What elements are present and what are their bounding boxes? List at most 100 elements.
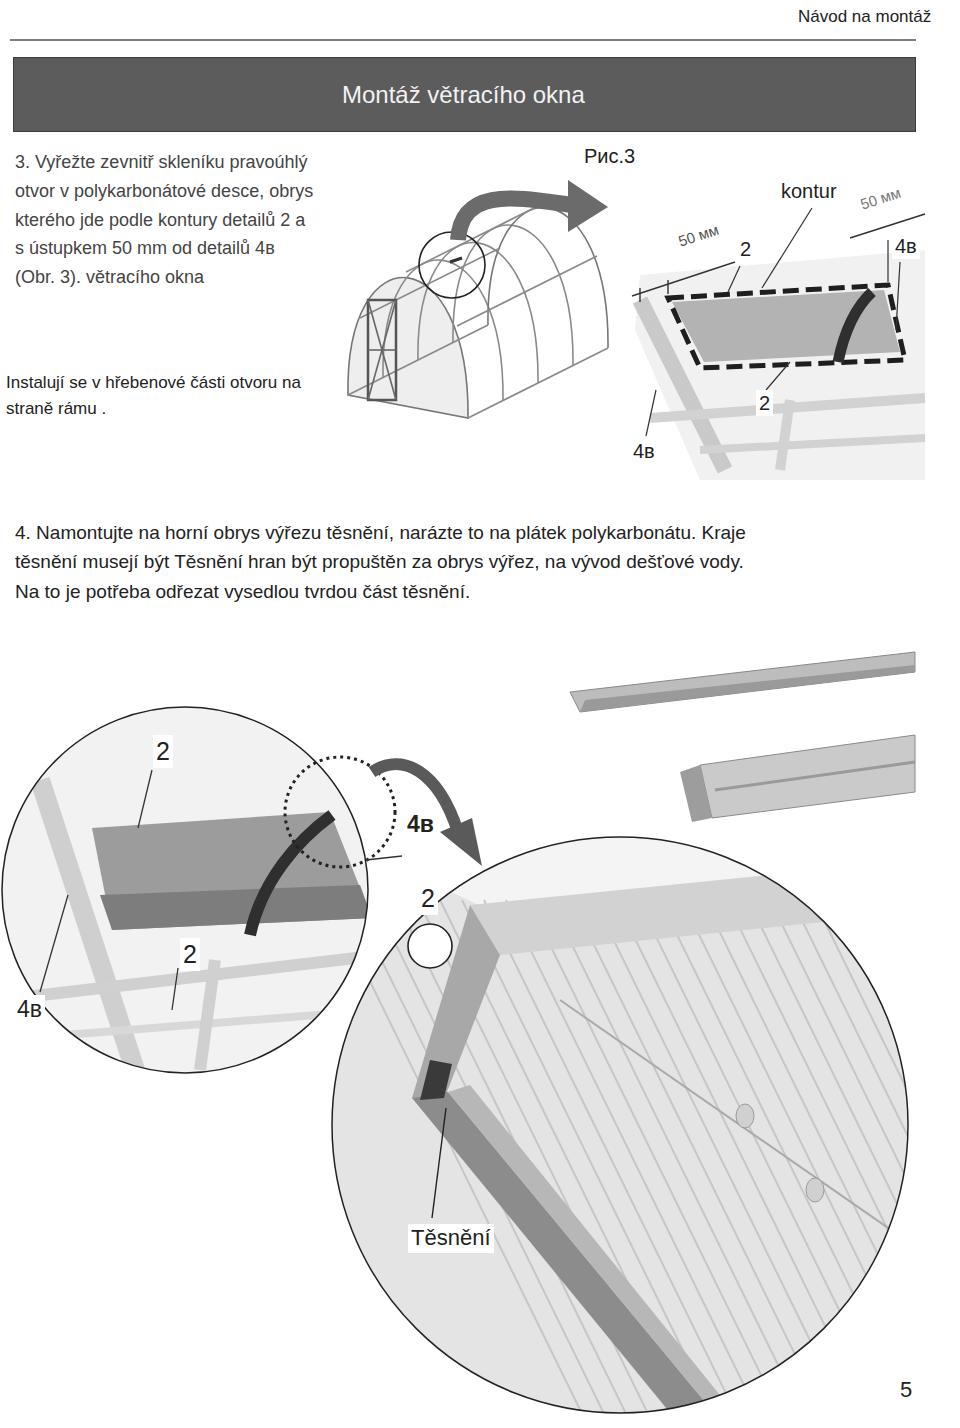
leader-line — [138, 770, 152, 828]
art-line — [780, 400, 790, 470]
marker-circle — [408, 924, 452, 968]
art-ellipse — [806, 1178, 824, 1202]
art-line — [700, 438, 925, 450]
callout-number: 2 — [180, 938, 200, 971]
art-path — [450, 258, 462, 262]
detail-circle — [2, 707, 368, 1073]
polycarbonate-detail — [320, 830, 960, 1428]
part-label: Těsnění — [408, 1224, 494, 1253]
art-polygon — [700, 735, 915, 818]
art-polygon — [100, 885, 372, 930]
instruction-text: Instalují se v hřebenové části otvoru na… — [6, 370, 336, 423]
sheet-channel — [814, 900, 960, 1428]
art-line — [762, 208, 812, 288]
art-line — [0, 1010, 380, 1040]
art-line — [896, 262, 900, 330]
art-path — [838, 292, 872, 362]
art-ellipse — [736, 1104, 754, 1128]
sheet-channel — [946, 900, 960, 1428]
art-polygon — [680, 765, 712, 822]
art-rect — [320, 830, 920, 1428]
dimension-label: 50 мм — [673, 219, 724, 252]
sheet-channel — [770, 900, 960, 1428]
sheet-channel — [880, 900, 960, 1428]
section-title: Montáž větracího okna — [342, 81, 585, 109]
leader-line — [366, 856, 402, 860]
sheet-channel — [792, 900, 960, 1428]
art-path — [420, 1060, 452, 1100]
art-path — [383, 260, 503, 400]
running-header: Návod na montáž — [798, 6, 931, 28]
art-line — [639, 288, 640, 302]
art-g — [330, 900, 960, 1428]
art-line — [468, 348, 608, 418]
art-path — [453, 225, 573, 365]
art-polygon — [92, 812, 372, 930]
art-line — [457, 256, 597, 326]
callout-number: 2 — [756, 390, 773, 416]
art-line — [728, 266, 740, 292]
art-polygon — [672, 290, 900, 362]
art-line — [560, 1000, 920, 1250]
instruction-text: 3. Vyřežte zevnitř skleníku pravoúhlý ot… — [15, 148, 315, 292]
art-path — [488, 208, 608, 348]
sheet-channel — [704, 900, 960, 1428]
art-polygon — [668, 285, 905, 368]
art-polygon — [412, 1092, 720, 1420]
art-polygon — [580, 665, 915, 712]
pointer-arrowhead — [440, 818, 482, 866]
sheet-channel — [858, 900, 960, 1428]
detail-circle — [332, 837, 908, 1413]
art-line — [667, 280, 668, 294]
seal-profile — [570, 652, 915, 822]
callout-number: 4в — [14, 995, 45, 1025]
pointer-arrowhead — [568, 180, 608, 232]
leader-line — [432, 1108, 446, 1218]
art-polygon — [635, 250, 925, 480]
art-line — [887, 240, 888, 282]
art-line — [368, 300, 396, 400]
art-line — [715, 762, 915, 790]
sheet-channel — [726, 900, 960, 1428]
callout-number: 4в — [892, 233, 920, 259]
sheet-channel — [748, 900, 960, 1428]
callout-number: 4в — [404, 810, 437, 840]
sheet-channel — [660, 900, 920, 1428]
page-number: 5 — [900, 1376, 912, 1405]
sheet-channel — [902, 900, 960, 1428]
instruction-text: 4. Namontujte na horní obrys výřezu těsn… — [15, 518, 755, 606]
sheet-channel — [572, 900, 832, 1428]
sheet-channel — [330, 900, 590, 1428]
art-polygon — [570, 652, 915, 712]
header-rule — [10, 39, 916, 41]
window-detail — [0, 700, 380, 1080]
callout-number: 2 — [418, 882, 438, 915]
art-rect — [0, 700, 380, 1080]
callout-number: 2 — [737, 236, 754, 262]
art-line — [368, 349, 396, 351]
callout-number: 2 — [153, 735, 173, 768]
art-path — [418, 243, 538, 383]
greenhouse-sketch — [348, 202, 608, 418]
vent-detail — [632, 208, 925, 480]
detail-circle — [419, 232, 485, 298]
art-path — [250, 815, 332, 935]
art-line — [200, 960, 215, 1070]
art-line — [368, 300, 396, 400]
callout-number: 4в — [630, 438, 658, 464]
art-rect — [368, 300, 396, 400]
sheet-channel — [682, 900, 942, 1428]
leader-line — [40, 895, 68, 992]
title-band: Montáž větracího okna — [13, 57, 916, 132]
part-label: kontur — [778, 178, 840, 204]
art-line — [766, 362, 790, 390]
pointer-arrow — [458, 198, 572, 240]
art-line — [632, 262, 735, 296]
figure-label: Рис.3 — [584, 143, 635, 169]
dimension-label: 50 мм — [855, 182, 906, 215]
sheet-channel — [836, 900, 960, 1428]
art-line — [646, 390, 656, 436]
leader-line — [172, 968, 178, 1010]
sheet-channel — [924, 900, 960, 1428]
art-polygon — [470, 860, 920, 955]
